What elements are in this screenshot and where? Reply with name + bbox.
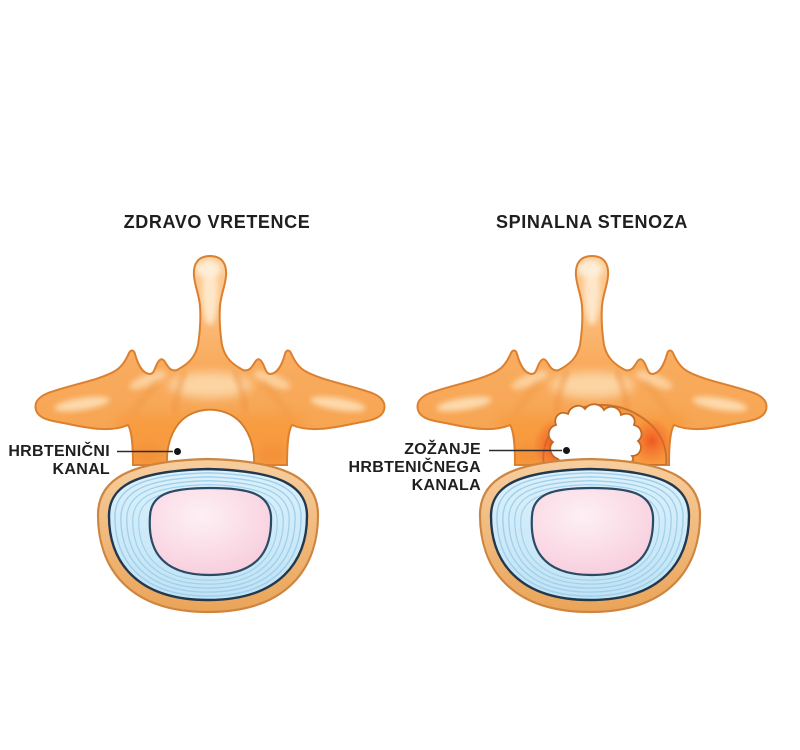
- stenosis-canal-label-line1: ZOŽANJE: [404, 441, 481, 458]
- healthy-canal-label-line1: HRBTENIČNI: [8, 443, 110, 460]
- healthy-canal-label-line2: KANAL: [52, 461, 110, 478]
- vertebral-disc: [480, 459, 700, 612]
- stenosis-canal-label: ZOŽANJE HRBTENIČNEGA KANALA: [281, 441, 481, 495]
- healthy-panel-title: ZDRAVO VRETENCE: [123, 212, 311, 232]
- spinal-canal-opening: [166, 408, 255, 466]
- stenosis-canal-label-line3: KANALA: [411, 477, 481, 494]
- stenosis-canal-label-line2: HRBTENIČNEGA: [348, 459, 481, 476]
- stenosis-panel-title: SPINALNA STENOZA: [496, 212, 688, 232]
- stenosis-vertebra-illustration: [418, 256, 767, 612]
- narrowed-spinal-canal-opening: [547, 403, 643, 466]
- healthy-pointer-dot: [174, 448, 181, 455]
- stenosis-pointer-dot: [563, 447, 570, 454]
- healthy-canal-label: HRBTENIČNI KANAL: [0, 443, 110, 479]
- healthy-vertebra-illustration: [36, 256, 385, 612]
- inflammation-glow-right: [631, 418, 673, 464]
